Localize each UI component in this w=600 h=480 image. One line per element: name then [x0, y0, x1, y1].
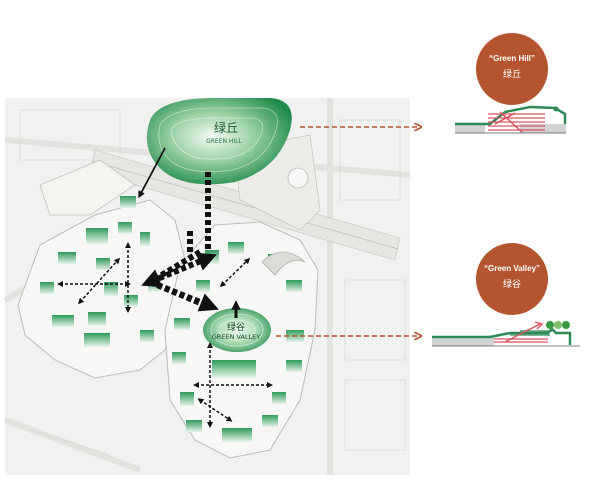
- green-valley-badge-zh: 绿谷: [502, 280, 521, 290]
- green-valley-ellipse: [203, 308, 271, 352]
- green-valley-label-zh: 绿谷: [227, 321, 245, 333]
- green-hill-label-zh: 绿丘: [214, 120, 238, 135]
- context-lines: [19, 109, 406, 456]
- green-valley-badge: “Green Valley” 绿谷: [476, 243, 548, 315]
- diagonal-spine-arrow: [141, 252, 217, 288]
- valley-spine-arrow: [148, 279, 219, 312]
- east-dotted-arrows: [193, 257, 273, 428]
- green-hill-badge: “Green Hill” 绿丘: [476, 33, 548, 105]
- green-valley-label-en: GREEN VALLEY: [212, 333, 261, 341]
- green-hill-label-en: GREEN HILL: [206, 138, 242, 145]
- green-hill-badge-en: “Green Hill”: [489, 54, 535, 63]
- hill-to-west-arrow: [138, 147, 166, 199]
- green-hill-blob: [146, 98, 292, 185]
- valley-section: [432, 321, 580, 347]
- green-hill-badge-zh: 绿丘: [502, 70, 521, 80]
- west-dotted-arrows: [57, 242, 131, 313]
- green-valley-badge-en: “Green Valley”: [483, 264, 541, 273]
- hill-section: [455, 105, 567, 134]
